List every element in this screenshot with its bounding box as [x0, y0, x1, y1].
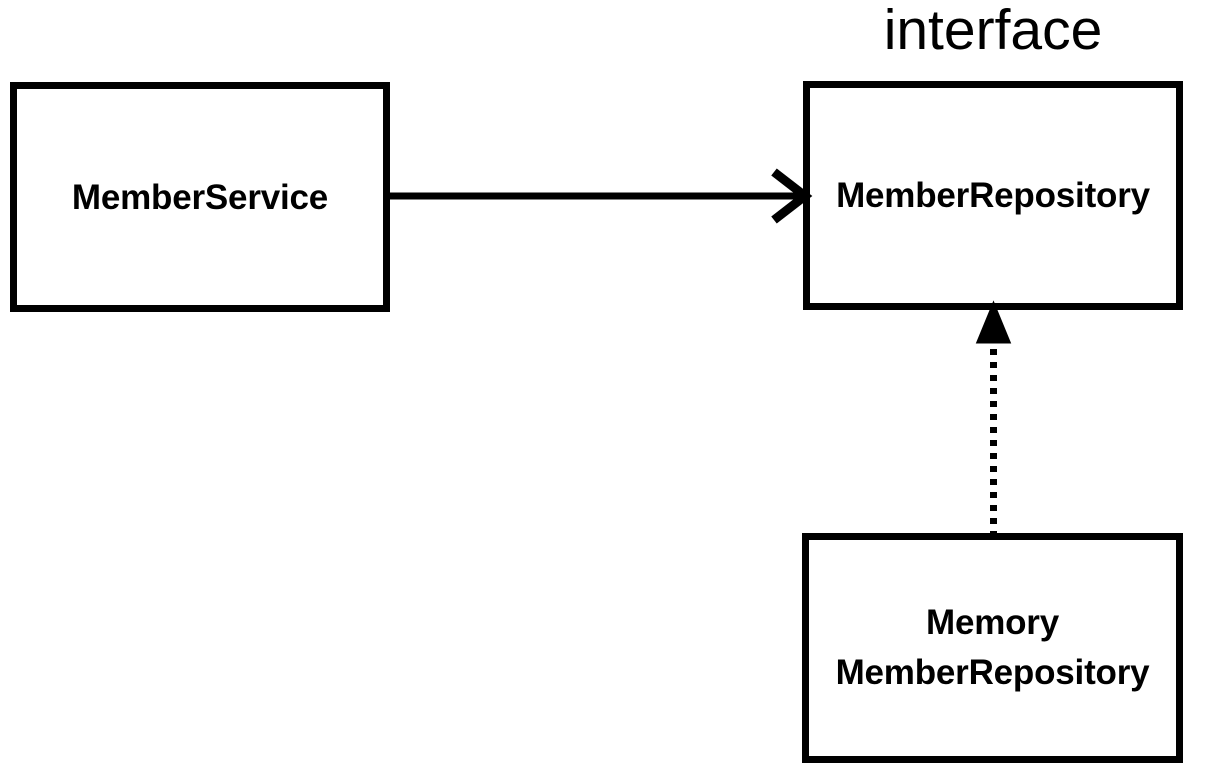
realization-arrow-svg: [975, 300, 1012, 537]
class-box-member-service[interactable]: MemberService: [10, 82, 390, 312]
realization-arrowhead-filled-triangle-icon: [975, 300, 1012, 344]
class-box-memory-member-repository-label-line-1: Memory: [925, 603, 1059, 643]
interface-stereotype-label: interface: [883, 0, 1103, 62]
edge-dependency-member-service-to-member-repository[interactable]: [386, 158, 813, 238]
class-box-member-repository[interactable]: MemberRepository: [803, 81, 1183, 310]
class-box-member-repository-label: MemberRepository: [836, 176, 1150, 215]
class-box-memory-member-repository-label-line-2: MemberRepository: [835, 653, 1150, 692]
class-box-member-service-label: MemberService: [71, 177, 329, 217]
dependency-arrowhead-open-v-icon: [771, 168, 813, 224]
dependency-arrow-svg: [386, 168, 813, 224]
edge-realization-memory-member-repository-to-member-repository[interactable]: [948, 300, 1040, 540]
